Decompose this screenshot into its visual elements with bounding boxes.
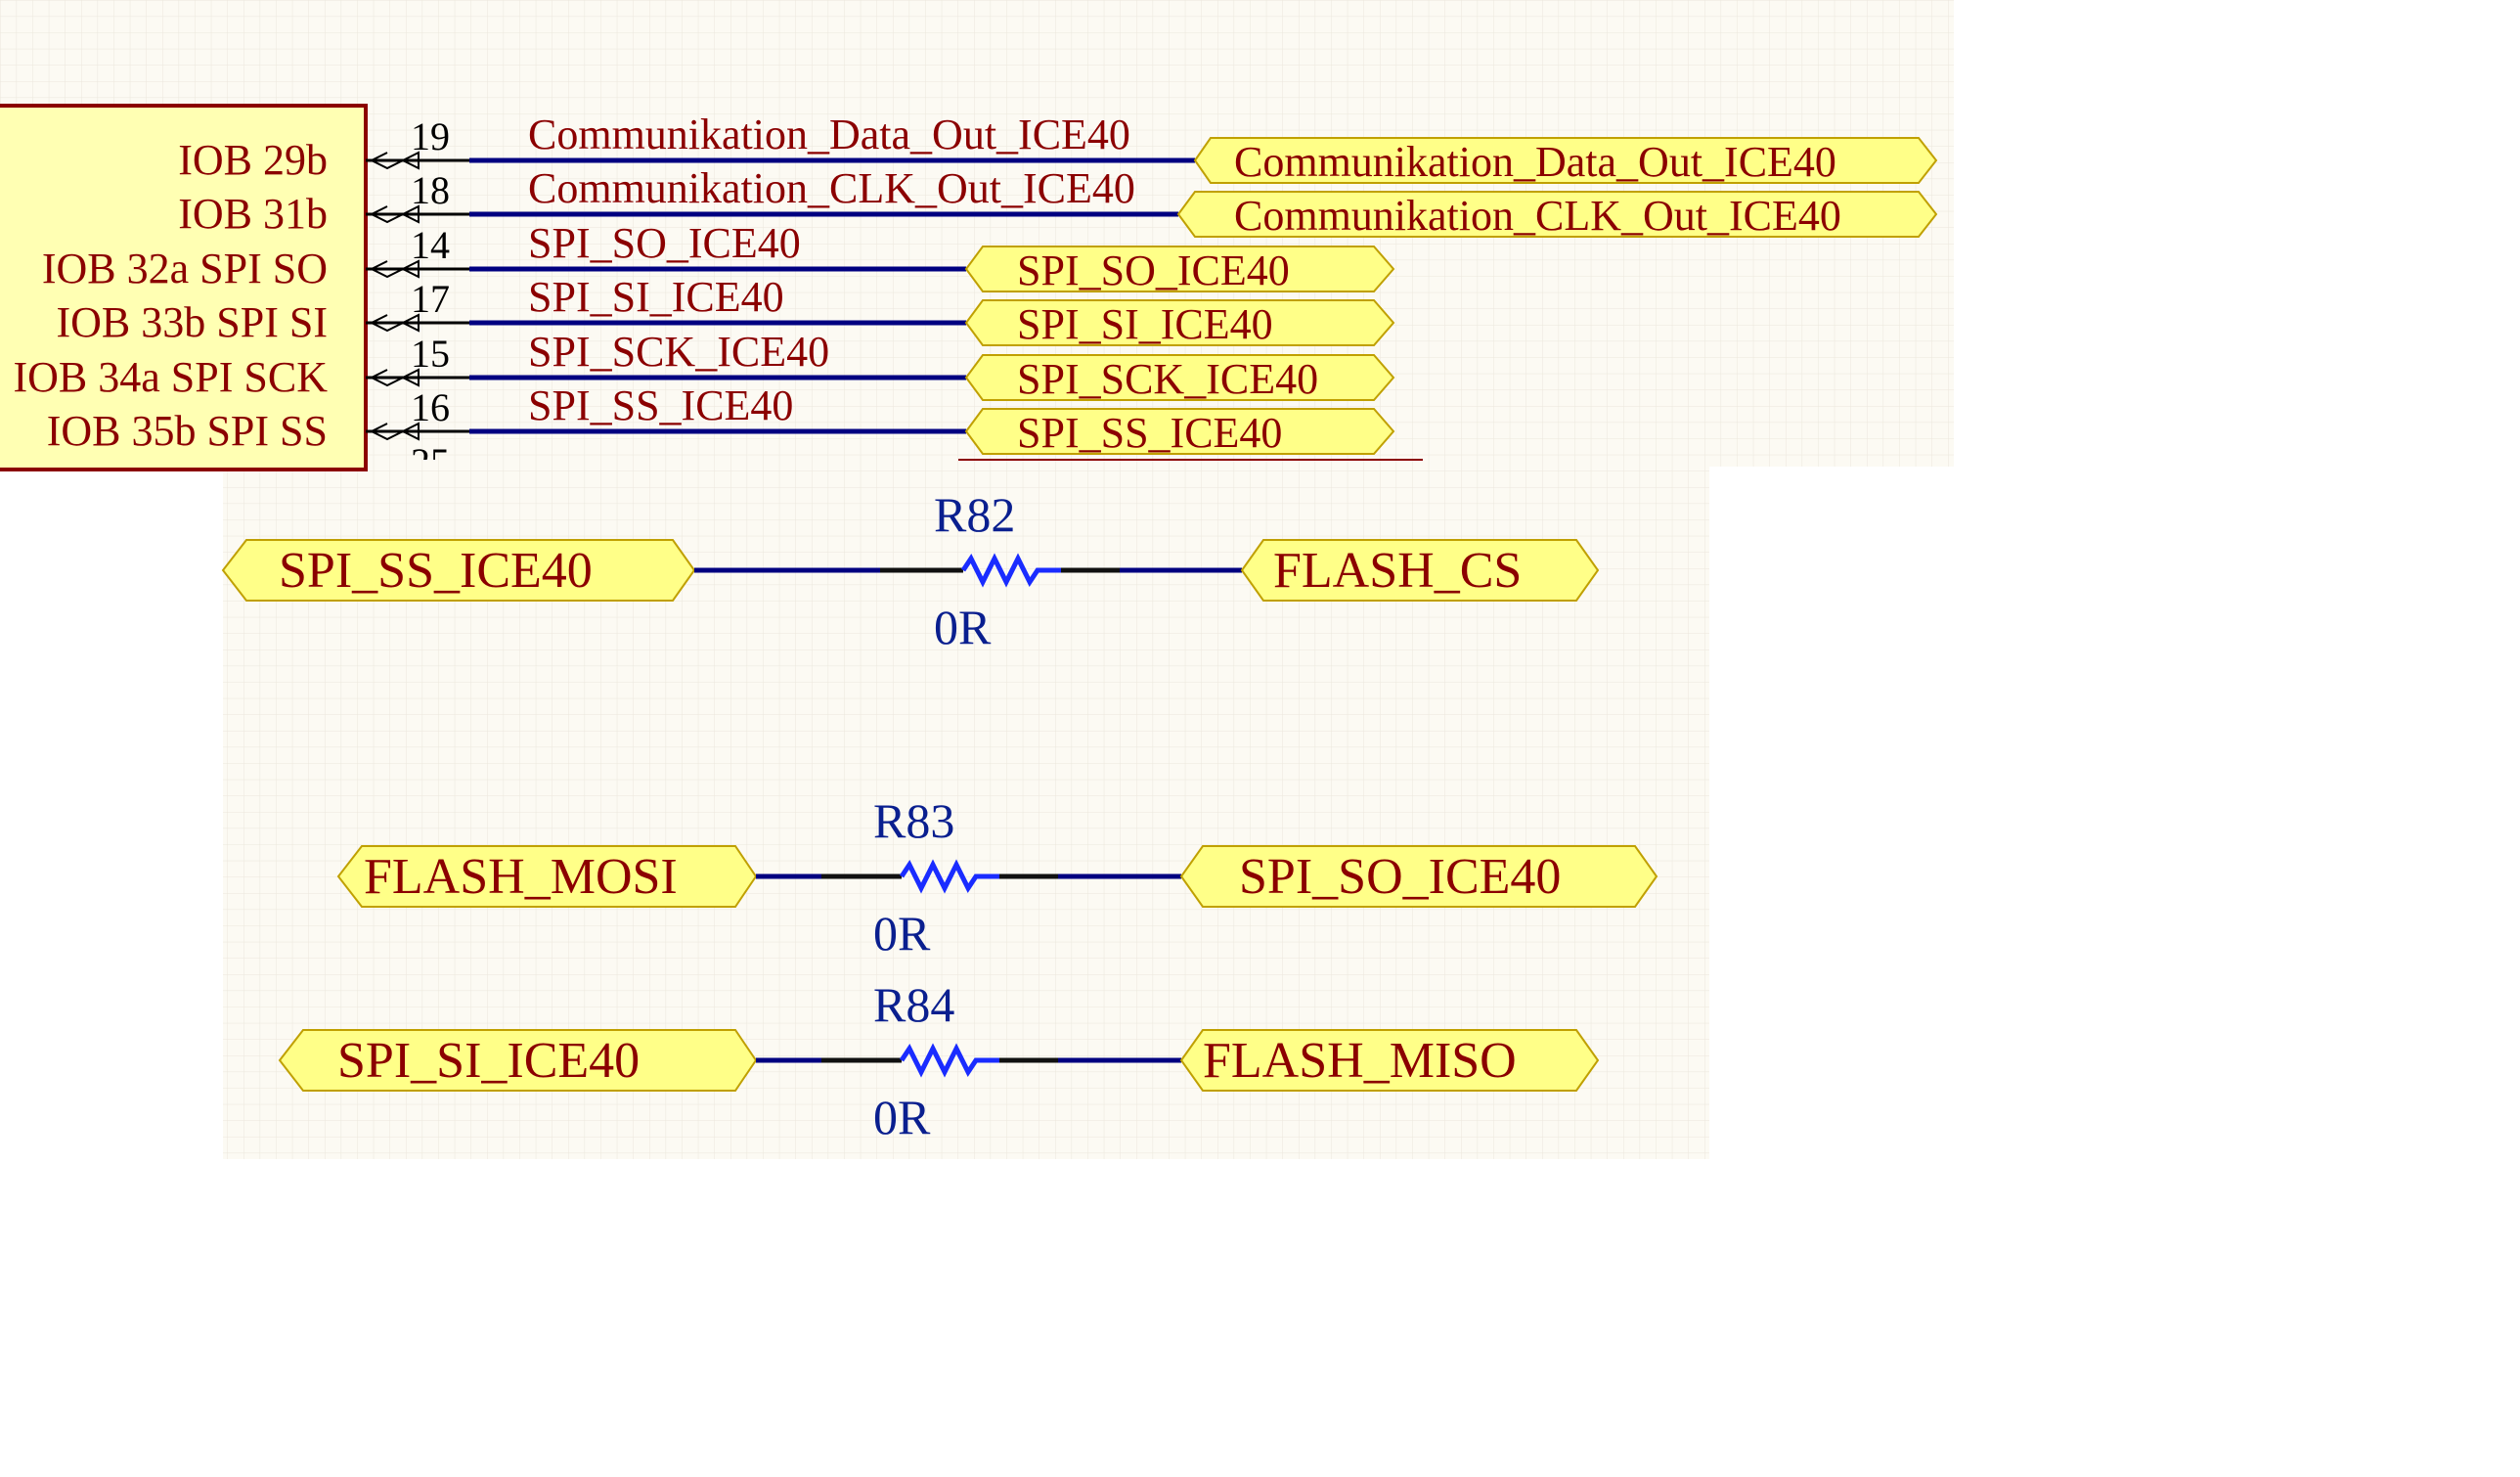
cut-pin-number: 25 — [411, 440, 450, 484]
port-label: SPI_SI_ICE40 — [1017, 300, 1273, 348]
pin-number-label: 14 — [411, 223, 450, 267]
pin-row-4[interactable]: IOB 34a SPI SCK 15 SPI_SCK_ICE40 — [14, 328, 830, 401]
pin-io-arrow — [369, 422, 420, 441]
resistor-circuit-r84[interactable]: SPI_SI_ICE40 FLASH_MISO R84 0R — [278, 977, 1600, 1144]
port-label: SPI_SCK_ICE40 — [1017, 355, 1318, 403]
pin-number-label: 16 — [411, 385, 450, 429]
net-label: Communikation_CLK_Out_ICE40 — [528, 164, 1135, 212]
port-flash-miso — [1179, 1029, 1600, 1092]
port-shape — [964, 299, 1395, 346]
port-communikation-clk-out[interactable]: Communikation_CLK_Out_ICE40 — [1176, 191, 1938, 240]
pin-name-label: IOB 31b — [178, 190, 328, 238]
resistor-designator: R83 — [873, 793, 954, 848]
port-shape — [1193, 137, 1938, 184]
pin-name-label: IOB 32a SPI SO — [42, 245, 328, 292]
pin-number-label: 15 — [411, 332, 450, 376]
pin-name-label: IOB 33b SPI SI — [57, 298, 329, 346]
port-spi-si[interactable]: SPI_SI_ICE40 — [964, 299, 1395, 348]
resistor-circuit-r82[interactable]: SPI_SS_ICE40 FLASH_CS R82 0R — [221, 487, 1600, 654]
pin-name-label: IOB 35b SPI SS — [47, 407, 328, 455]
resistor-value: 0R — [873, 1090, 931, 1144]
net-label: SPI_SI_ICE40 — [528, 273, 784, 321]
port-spi-so[interactable]: SPI_SO_ICE40 — [964, 246, 1395, 294]
net-label: Communikation_Data_Out_ICE40 — [528, 111, 1130, 158]
port-shape — [1176, 191, 1938, 238]
pin-row-3[interactable]: IOB 33b SPI SI 17 SPI_SI_ICE40 — [57, 273, 784, 346]
port-label: SPI_SS_ICE40 — [1017, 409, 1282, 457]
port-label: SPI_SO_ICE40 — [1239, 849, 1561, 905]
pin-io-arrow — [369, 204, 420, 224]
net-label: SPI_SO_ICE40 — [528, 219, 801, 267]
net-label: SPI_SCK_ICE40 — [528, 328, 829, 376]
resistor-value: 0R — [873, 906, 931, 961]
port-spi-ss[interactable]: SPI_SS_ICE40 — [964, 408, 1395, 457]
port-label: FLASH_MOSI — [364, 849, 678, 905]
net-label: SPI_SS_ICE40 — [528, 381, 793, 429]
port-communikation-data-out[interactable]: Communikation_Data_Out_ICE40 — [1193, 137, 1938, 186]
resistor-designator: R82 — [934, 487, 1015, 542]
pin-name-label: IOB 29b — [178, 136, 328, 184]
port-spi-sck[interactable]: SPI_SCK_ICE40 — [964, 354, 1395, 403]
resistor-symbol — [899, 1043, 999, 1078]
pin-name-label: IOB 34a SPI SCK — [14, 353, 329, 401]
port-label: FLASH_CS — [1273, 543, 1522, 599]
pin-io-arrow — [369, 313, 420, 333]
port-label: FLASH_MISO — [1203, 1033, 1517, 1089]
pin-row-1[interactable]: IOB 31b 18 Communikation_CLK_Out_ICE40 — [178, 164, 1135, 238]
fpga-component[interactable] — [0, 104, 368, 471]
pin-row-5[interactable]: IOB 35b SPI SS 16 SPI_SS_ICE40 — [47, 381, 794, 455]
pin-row-2[interactable]: IOB 32a SPI SO 14 SPI_SO_ICE40 — [42, 219, 801, 292]
resistor-symbol — [960, 553, 1061, 588]
port-spi-so-right — [1179, 845, 1658, 908]
port-shape — [964, 246, 1395, 292]
component-body — [0, 104, 368, 471]
port-label: Communikation_CLK_Out_ICE40 — [1234, 192, 1841, 240]
port-shape — [964, 408, 1395, 455]
port-label: SPI_SO_ICE40 — [1017, 246, 1290, 294]
pin-number-label: 19 — [411, 114, 450, 158]
resistor-circuit-r83[interactable]: FLASH_MOSI SPI_SO_ICE40 R83 0R — [336, 793, 1658, 961]
pin-wires — [366, 151, 1195, 441]
pin-io-arrow — [369, 151, 420, 170]
pin-io-arrow — [369, 259, 420, 279]
pin-number-label: 17 — [411, 277, 450, 321]
pin-io-arrow — [369, 368, 420, 387]
resistor-symbol — [899, 859, 999, 894]
port-label: Communikation_Data_Out_ICE40 — [1234, 138, 1836, 186]
port-shape — [964, 354, 1395, 401]
pin-row-0[interactable]: IOB 29b 19 Communikation_Data_Out_ICE40 — [178, 111, 1130, 184]
port-label: SPI_SS_ICE40 — [279, 543, 593, 599]
resistor-designator: R84 — [873, 977, 954, 1032]
port-flash-cs — [1240, 539, 1600, 602]
pin-number-label: 18 — [411, 168, 450, 212]
resistor-value: 0R — [934, 600, 992, 654]
port-label: SPI_SI_ICE40 — [337, 1033, 640, 1089]
